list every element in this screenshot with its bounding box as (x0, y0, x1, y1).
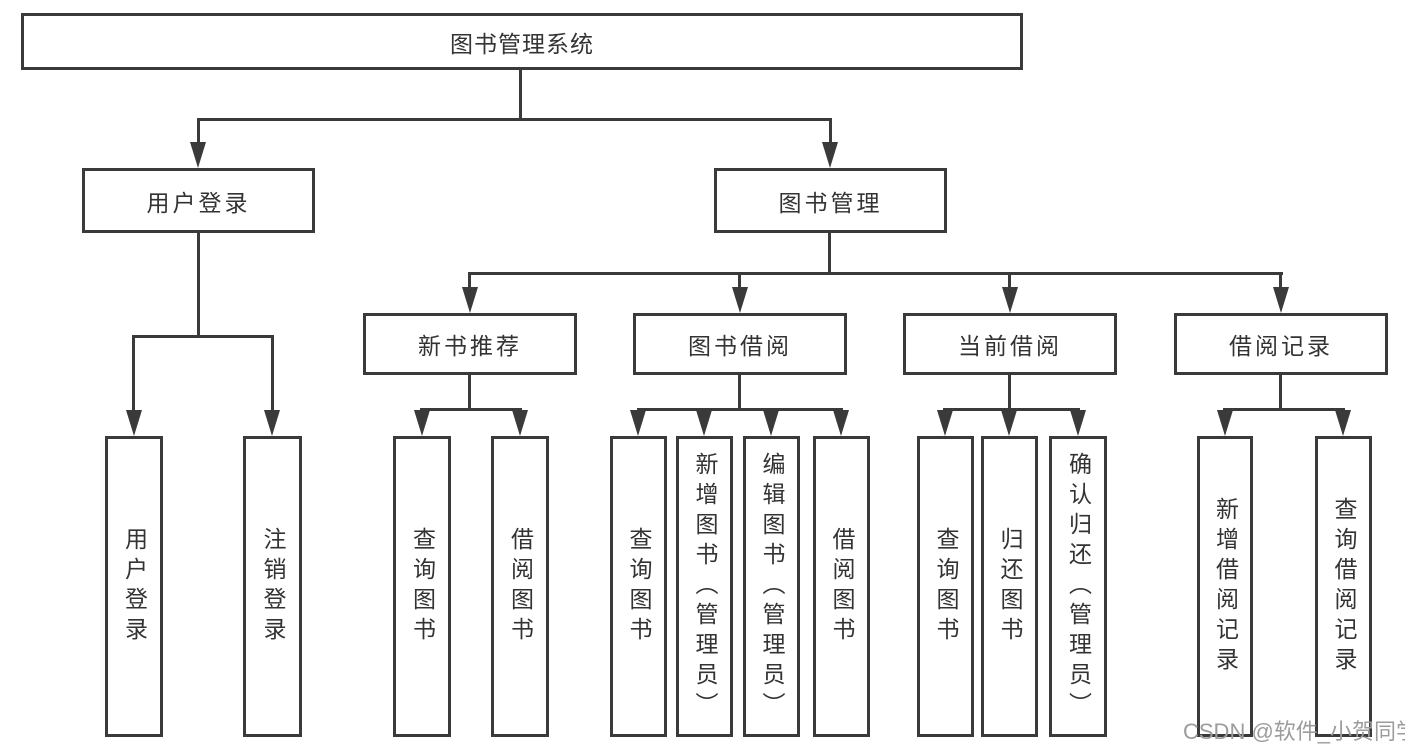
arrowhead-icon (822, 142, 838, 168)
connector-line (468, 272, 1283, 275)
node-library-management-system: 图书管理系统 (21, 13, 1023, 70)
leaf-label: 查询图书 (626, 526, 652, 647)
connector-line (1279, 272, 1282, 289)
arrowhead-icon (1273, 287, 1289, 313)
connector-line (1279, 375, 1282, 411)
connector-line (197, 118, 832, 121)
watermark: CSDN @软件_小贺同学 (1183, 719, 1405, 744)
leaf-label: 编辑图书（管理员） (759, 451, 785, 722)
leaf-label: 确认归还（管理员） (1065, 451, 1092, 722)
node-current-borrowing: 当前借阅 (903, 313, 1117, 375)
connector-line (271, 335, 274, 412)
leaf-edit-books-admin: 编辑图书（管理员） (743, 436, 800, 737)
connector-line (738, 272, 741, 289)
leaf-query-borrow-record: 查询借阅记录 (1315, 436, 1372, 737)
arrowhead-icon (190, 142, 206, 168)
leaf-user-login: 用户登录 (105, 436, 163, 737)
connector-line (197, 233, 200, 335)
arrowhead-icon (414, 410, 430, 436)
arrowhead-icon (1001, 410, 1017, 436)
leaf-confirm-return-admin: 确认归还（管理员） (1049, 436, 1107, 737)
connector-line (1008, 375, 1011, 411)
arrowhead-icon (937, 410, 953, 436)
arrowhead-icon (1070, 410, 1086, 436)
connector-line (468, 375, 471, 411)
leaf-borrow-books: 借阅图书 (813, 436, 870, 737)
arrowhead-icon (630, 410, 646, 436)
connector-line (828, 233, 831, 272)
arrowhead-icon (1002, 287, 1018, 313)
arrowhead-icon (732, 287, 748, 313)
leaf-label: 归还图书 (997, 526, 1023, 647)
connector-line (829, 118, 832, 144)
leaf-label: 用户登录 (121, 526, 148, 647)
node-book-borrowing: 图书借阅 (633, 313, 847, 375)
node-label: 新书推荐 (418, 333, 522, 359)
arrowhead-icon (1335, 410, 1351, 436)
leaf-query-books-borrowing: 查询图书 (610, 436, 667, 737)
leaf-add-books-admin: 新增图书（管理员） (676, 436, 733, 737)
arrowhead-icon (696, 410, 712, 436)
leaf-label: 新增借阅记录 (1212, 496, 1239, 677)
leaf-add-borrow-record: 新增借阅记录 (1197, 436, 1253, 737)
connector-line (519, 70, 522, 121)
arrowhead-icon (462, 287, 478, 313)
node-label: 当前借阅 (958, 333, 1062, 359)
node-label: 图书借阅 (688, 333, 792, 359)
node-user-login-branch: 用户登录 (82, 168, 315, 233)
arrowhead-icon (512, 410, 528, 436)
arrowhead-icon (763, 410, 779, 436)
leaf-label: 查询借阅记录 (1331, 496, 1357, 677)
arrowhead-icon (833, 410, 849, 436)
leaf-query-books-recommend: 查询图书 (393, 436, 451, 737)
leaf-return-books: 归还图书 (981, 436, 1038, 737)
leaf-label: 查询图书 (933, 526, 959, 647)
arrowhead-icon (1217, 410, 1233, 436)
connector-line (132, 335, 135, 412)
node-label: 用户登录 (146, 189, 251, 216)
leaf-borrow-books-recommend: 借阅图书 (491, 436, 549, 737)
node-book-management-branch: 图书管理 (714, 168, 947, 233)
connector-line (738, 375, 741, 411)
node-borrowing-records: 借阅记录 (1174, 313, 1388, 375)
leaf-logout: 注销登录 (243, 436, 302, 737)
node-new-book-recommendation: 新书推荐 (363, 313, 577, 375)
arrowhead-icon (126, 410, 142, 436)
node-label: 图书管理 (778, 189, 883, 216)
leaf-query-books-current: 查询图书 (917, 436, 974, 737)
connector-line (637, 408, 843, 411)
leaf-label: 注销登录 (260, 526, 286, 647)
node-label: 图书管理系统 (450, 30, 594, 57)
node-label: 借阅记录 (1229, 333, 1333, 359)
connector-line (420, 408, 522, 411)
arrowhead-icon (264, 410, 280, 436)
leaf-label: 查询图书 (409, 526, 436, 647)
connector-line (132, 335, 274, 338)
connector-line (943, 408, 1080, 411)
connector-line (197, 118, 200, 144)
leaf-label: 借阅图书 (829, 526, 855, 647)
connector-line (1008, 272, 1011, 289)
leaf-label: 新增图书（管理员） (692, 451, 718, 722)
connector-line (1223, 408, 1345, 411)
leaf-label: 借阅图书 (507, 526, 534, 647)
connector-line (468, 272, 471, 289)
